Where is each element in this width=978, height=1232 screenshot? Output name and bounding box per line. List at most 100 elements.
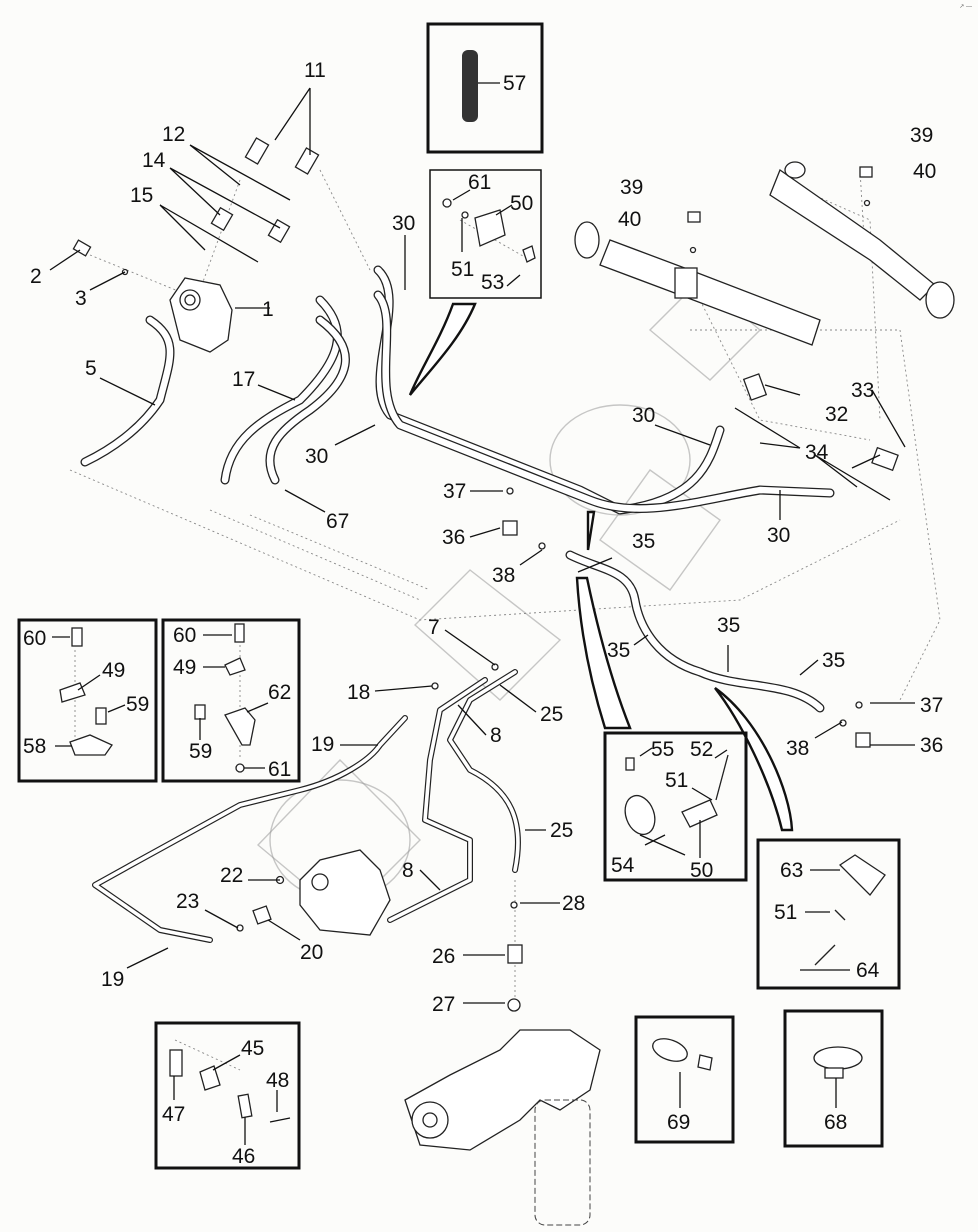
callout-35-mid: 35 <box>717 614 740 637</box>
inset-58-label: 58 <box>23 735 46 758</box>
hose-17 <box>220 295 350 485</box>
callout-25-upper: 25 <box>540 703 563 726</box>
callout-23: 23 <box>176 890 199 913</box>
tube-8 <box>387 677 488 923</box>
inset-box-clamp-63: 63 51 64 <box>756 838 901 990</box>
callout-26: 26 <box>432 945 455 968</box>
callout-33: 33 <box>851 379 874 402</box>
inset-50c-label: 50 <box>690 859 713 882</box>
inset-69-label: 69 <box>667 1111 690 1134</box>
inset-60b-label: 60 <box>173 624 196 647</box>
inset-59b-label: 59 <box>189 740 212 763</box>
inset-61-label: 61 <box>468 171 491 194</box>
callout-30-top: 30 <box>392 212 415 235</box>
inset-box-clamp-68: 68 <box>783 1009 884 1148</box>
callout-25-lower: 25 <box>550 819 573 842</box>
callout-37-top: 37 <box>443 480 466 503</box>
steering-unit-1 <box>169 277 233 353</box>
callout-12: 12 <box>162 123 185 146</box>
inset-51-label: 51 <box>451 258 474 281</box>
callout-5: 5 <box>85 357 97 380</box>
callout-14: 14 <box>142 149 166 172</box>
callout-36-bottom: 36 <box>920 734 943 757</box>
callout-7: 7 <box>428 616 440 639</box>
hose-35 <box>565 550 825 713</box>
callout-8-lower: 8 <box>402 859 414 882</box>
inset-57-label: 57 <box>503 72 526 95</box>
callout-39-right: 39 <box>910 124 933 147</box>
inset-box-tie-69: 69 <box>634 1015 735 1144</box>
inset-53-label: 53 <box>481 271 504 294</box>
inset-box-hose-clamp: 55 52 51 54 50 <box>603 731 748 882</box>
inset-61b-label: 61 <box>268 758 291 781</box>
inset-box-57: 57 <box>426 22 544 154</box>
callout-19-upper: 19 <box>311 733 334 756</box>
inset-47-label: 47 <box>162 1103 185 1126</box>
inset-68-label: 68 <box>824 1111 847 1134</box>
hydraulic-pump <box>404 1029 601 1226</box>
inset-55-label: 55 <box>651 738 674 761</box>
inset-box-clip-58: 60 49 59 58 <box>17 618 158 783</box>
watermark <box>256 279 762 901</box>
callout-15: 15 <box>130 184 153 207</box>
inset-box-bracket-62: 60 49 62 59 61 <box>161 618 301 783</box>
inset-60-label: 60 <box>23 627 46 650</box>
inset-48-label: 48 <box>266 1069 289 1092</box>
callout-27: 27 <box>432 993 455 1016</box>
callout-19-lower: 19 <box>101 968 124 991</box>
callout-1: 1 <box>262 298 274 321</box>
inset-45-label: 45 <box>241 1037 264 1060</box>
callout-2: 2 <box>30 265 42 288</box>
elbow-fittings-14 <box>210 206 291 244</box>
callout-8-upper: 8 <box>490 724 502 747</box>
inset-52-label: 52 <box>690 738 713 761</box>
inset-box-block-45: 45 48 47 46 <box>154 1021 301 1170</box>
callout-40-left: 40 <box>618 208 641 231</box>
callout-18: 18 <box>347 681 370 704</box>
callout-38-top: 38 <box>492 564 515 587</box>
callout-30-right: 30 <box>767 524 790 547</box>
hose-30 <box>373 265 835 515</box>
callout-20: 20 <box>300 941 323 964</box>
callout-28: 28 <box>562 892 585 915</box>
callout-35-right: 35 <box>822 649 845 672</box>
callout-30-left: 30 <box>305 445 328 468</box>
callout-32: 32 <box>825 403 848 426</box>
inset-63-label: 63 <box>780 859 803 882</box>
elbow-fittings-11 <box>244 137 320 175</box>
fitting-2 <box>72 239 92 257</box>
valve-block <box>299 849 391 936</box>
inset-box-bracket-block: 61 50 51 53 <box>429 169 542 299</box>
callout-37-bottom: 37 <box>920 694 943 717</box>
callout-36-top: 36 <box>442 526 465 549</box>
leader-lines <box>49 87 915 1004</box>
inset-49-label: 49 <box>102 659 125 682</box>
callout-22: 22 <box>220 864 243 887</box>
callout-35-left: 35 <box>607 639 630 662</box>
inset-50-label: 50 <box>510 192 533 215</box>
callout-labels: 1 2 3 5 7 8 8 11 12 14 15 17 18 19 19 20… <box>30 59 943 1016</box>
pointer-wedges <box>408 302 794 832</box>
inset-62-label: 62 <box>268 681 291 704</box>
inset-49b-label: 49 <box>173 656 196 679</box>
tube-19 <box>92 715 408 943</box>
callout-38-bottom: 38 <box>786 737 809 760</box>
steering-cylinder-left <box>574 221 821 346</box>
hose-5 <box>80 315 175 467</box>
steering-cylinder-right <box>769 161 955 319</box>
corner-mark: ↗ — <box>959 4 972 10</box>
inset-51c-label: 51 <box>665 769 688 792</box>
callout-67: 67 <box>326 510 349 533</box>
callout-39-left: 39 <box>620 176 643 199</box>
tube-25 <box>447 669 521 873</box>
callout-30-mid: 30 <box>632 404 655 427</box>
inset-46-label: 46 <box>232 1145 255 1168</box>
inset-51d-label: 51 <box>774 901 797 924</box>
inset-64-label: 64 <box>856 959 880 982</box>
callout-17: 17 <box>232 368 255 391</box>
callout-34: 34 <box>805 441 829 464</box>
callout-35-top: 35 <box>632 530 655 553</box>
inset-59-label: 59 <box>126 693 149 716</box>
callout-40-right: 40 <box>913 160 936 183</box>
